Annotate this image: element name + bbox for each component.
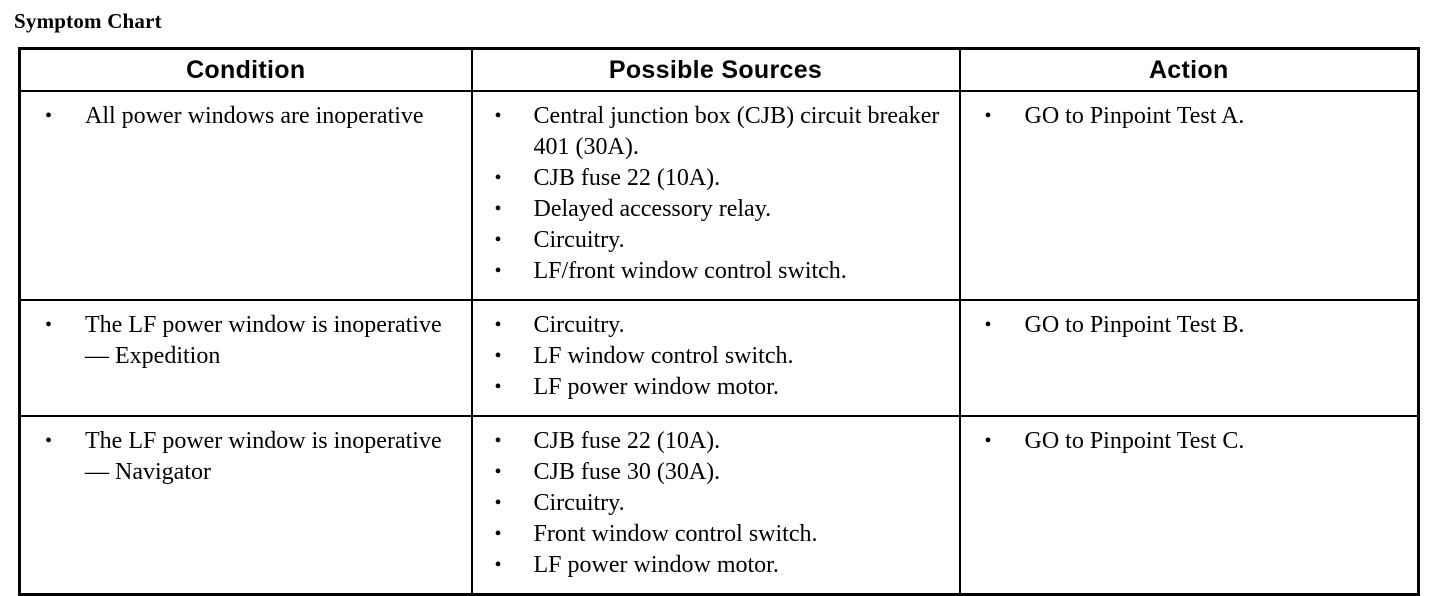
condition-bullet-list: • The LF power window is inoperative — N… [27,426,465,488]
list-item: • Circuitry. [479,488,953,519]
bullet-icon: • [984,105,992,127]
cell-possible-sources: • CJB fuse 22 (10A). • CJB fuse 30 (30A)… [471,416,961,595]
column-header-possible-sources: Possible Sources [471,48,961,92]
bullet-icon: • [494,167,502,189]
condition-bullet-list: • All power windows are inoperative [27,101,465,132]
bullet-icon: • [494,492,502,514]
bullet-icon: • [494,105,502,127]
table-header: Condition Possible Sources Action [19,48,1419,92]
bullet-icon: • [984,430,992,452]
list-item-label: LF/front window control switch. [533,258,847,284]
list-item: • GO to Pinpoint Test B. [967,310,1412,341]
list-item-label: Circuitry. [533,312,625,338]
list-item-label: GO to Pinpoint Test C. [1024,428,1245,454]
list-item-label: LF window control switch. [533,343,794,369]
list-item: • LF window control switch. [479,341,953,372]
bullet-icon: • [45,430,53,452]
list-item: • Front window control switch. [479,519,953,550]
cell-action: • GO to Pinpoint Test C. [960,416,1419,595]
table-row: • The LF power window is inoperative — E… [19,300,1419,417]
cell-condition: • The LF power window is inoperative — N… [19,416,473,595]
bullet-icon: • [45,105,53,127]
list-item: • CJB fuse 22 (10A). [479,426,953,457]
list-item-label: CJB fuse 30 (30A). [533,459,721,485]
bullet-icon: • [494,229,502,251]
condition-bullet-list: • The LF power window is inoperative — E… [27,310,465,372]
list-item-label: LF power window motor. [533,552,779,578]
list-item: • The LF power window is inoperative — E… [27,310,465,372]
list-item-label: All power windows are inoperative [85,103,424,129]
list-item: • GO to Pinpoint Test A. [967,101,1412,132]
cell-action: • GO to Pinpoint Test B. [959,300,1419,417]
list-item: • Circuitry. [479,310,953,341]
table-body: • All power windows are inoperative • Ce… [19,91,1419,595]
list-item: • Delayed accessory relay. [479,194,953,225]
sources-bullet-list: • Central junction box (CJB) circuit bre… [479,101,953,287]
action-bullet-list: • GO to Pinpoint Test B. [967,310,1412,341]
sources-bullet-list: • Circuitry. • LF window control switch.… [479,310,953,403]
cell-possible-sources: • Circuitry. • LF window control switch.… [471,300,961,417]
list-item: • CJB fuse 30 (30A). [479,457,953,488]
bullet-icon: • [494,376,502,398]
bullet-icon: • [984,314,992,336]
list-item-label: Central junction box (CJB) circuit break… [533,103,940,160]
cell-action: • GO to Pinpoint Test A. [959,91,1419,301]
list-item: • The LF power window is inoperative — N… [27,426,465,488]
list-item: • LF power window motor. [479,372,953,403]
list-item-label: GO to Pinpoint Test B. [1024,312,1245,338]
bullet-icon: • [494,314,502,336]
bullet-icon: • [45,314,53,336]
list-item: • LF/front window control switch. [479,256,953,287]
list-item: • LF power window motor. [479,550,953,581]
action-bullet-list: • GO to Pinpoint Test C. [967,426,1412,457]
bullet-icon: • [494,198,502,220]
list-item: • Circuitry. [479,225,953,256]
cell-condition: • All power windows are inoperative [19,91,473,301]
list-item: • Central junction box (CJB) circuit bre… [479,101,953,163]
list-item-label: Delayed accessory relay. [533,196,772,222]
action-bullet-list: • GO to Pinpoint Test A. [967,101,1412,132]
list-item-label: The LF power window is inoperative — Exp… [85,312,442,369]
list-item: • CJB fuse 22 (10A). [479,163,953,194]
table-row: • The LF power window is inoperative — N… [19,416,1419,595]
list-item-label: The LF power window is inoperative — Nav… [85,428,442,485]
list-item: • GO to Pinpoint Test C. [967,426,1412,457]
table-header-row: Condition Possible Sources Action [19,48,1419,92]
list-item-label: LF power window motor. [533,374,779,400]
bullet-icon: • [494,260,502,282]
symptom-chart-table: Condition Possible Sources Action • All … [18,47,1420,596]
page-title: Symptom Chart [14,9,162,33]
list-item-label: CJB fuse 22 (10A). [533,428,721,454]
list-item-label: Circuitry. [533,227,625,253]
table-row: • All power windows are inoperative • Ce… [19,91,1419,301]
list-item-label: GO to Pinpoint Test A. [1024,103,1245,129]
bullet-icon: • [494,430,502,452]
list-item-label: Circuitry. [533,490,625,516]
sources-bullet-list: • CJB fuse 22 (10A). • CJB fuse 30 (30A)… [479,426,953,581]
bullet-icon: • [494,461,502,483]
column-header-action: Action [959,48,1419,92]
list-item-label: CJB fuse 22 (10A). [533,165,721,191]
column-header-condition: Condition [19,48,473,92]
bullet-icon: • [494,523,502,545]
list-item: • All power windows are inoperative [27,101,465,132]
cell-condition: • The LF power window is inoperative — E… [19,300,473,417]
cell-possible-sources: • Central junction box (CJB) circuit bre… [471,91,961,301]
bullet-icon: • [494,554,502,576]
list-item-label: Front window control switch. [533,521,818,547]
bullet-icon: • [494,345,502,367]
